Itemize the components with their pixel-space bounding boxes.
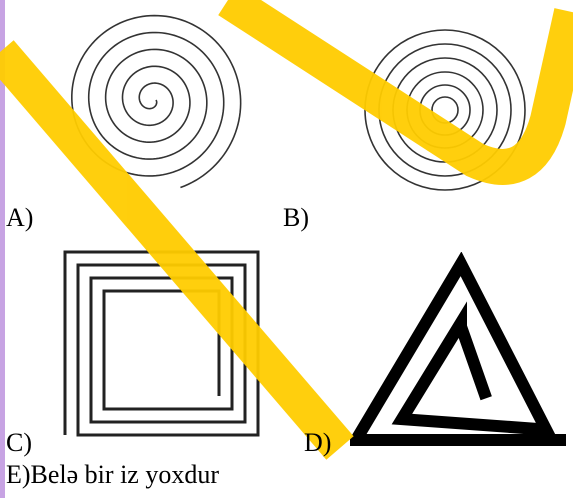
left-accent-bar [0,0,5,498]
figure-d-triangular-spiral [350,252,566,446]
option-b-label: B) [283,203,309,232]
option-c-label: C) [6,428,32,457]
option-d-label: D) [304,428,332,457]
option-a-label: A) [6,203,34,232]
option-e-label: E)Belə bir iz yoxdur [6,460,219,489]
